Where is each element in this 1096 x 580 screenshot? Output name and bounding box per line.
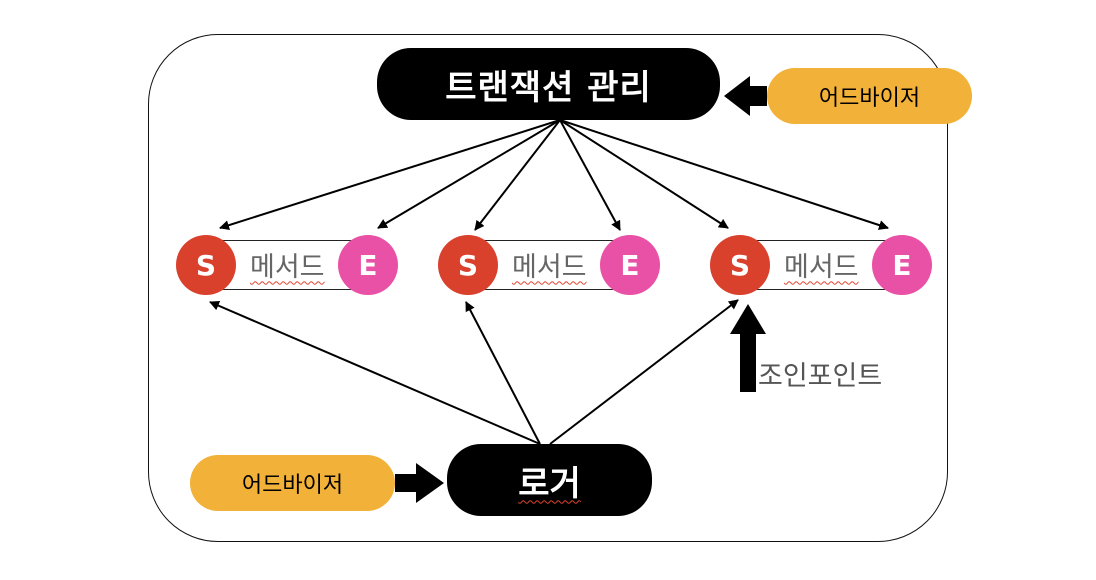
advisor-top-arrow — [724, 76, 767, 116]
transaction-manager-box: 트랜잭션 관리 — [377, 48, 720, 120]
advisor-top-box: 어드바이저 — [767, 68, 972, 124]
transaction-manager-label: 트랜잭션 관리 — [445, 67, 652, 108]
method-text-2: 메서드 — [512, 251, 587, 283]
advisor-bottom-arrow — [395, 463, 444, 503]
logger-box: 로거 — [447, 444, 652, 516]
arrow-logger-to-s1 — [209, 300, 541, 445]
end-circle-1: E — [338, 235, 398, 295]
arrow-txn-to-s3 — [559, 119, 729, 229]
end-circle-3: E — [872, 235, 932, 295]
end-letter-2: E — [620, 248, 640, 282]
arrow-txn-to-e1 — [377, 119, 561, 229]
end-letter-3: E — [892, 248, 912, 282]
start-circle-2: S — [438, 235, 498, 295]
arrow-txn-to-s2 — [474, 119, 561, 231]
advisor-bottom-label: 어드바이저 — [241, 473, 344, 498]
logger-label: 로거 — [518, 463, 581, 504]
method-label-2: 메서드 — [512, 244, 587, 284]
advisor-bottom-box: 어드바이저 — [190, 455, 395, 511]
start-circle-3: S — [710, 235, 770, 295]
start-circle-1: S — [176, 235, 236, 295]
start-letter-2: S — [457, 248, 479, 282]
end-letter-1: E — [358, 248, 378, 282]
end-circle-2: E — [600, 235, 660, 295]
method-text-1: 메서드 — [250, 251, 325, 283]
start-letter-3: S — [729, 248, 751, 282]
advisor-top-label: 어드바이저 — [818, 86, 921, 111]
arrow-logger-to-s2 — [465, 301, 541, 445]
arrow-txn-to-s1 — [219, 119, 561, 231]
arrow-logger-to-s3 — [549, 299, 739, 445]
outer-frame — [148, 34, 948, 542]
method-text-3: 메서드 — [784, 251, 859, 283]
joinpoint-arrow — [730, 304, 766, 392]
arrow-txn-to-e3 — [559, 119, 889, 230]
method-label-3: 메서드 — [784, 244, 859, 284]
method-label-1: 메서드 — [250, 244, 325, 284]
start-letter-1: S — [195, 248, 217, 282]
arrow-txn-to-e2 — [559, 119, 621, 231]
joinpoint-label: 조인포인트 — [758, 361, 883, 392]
